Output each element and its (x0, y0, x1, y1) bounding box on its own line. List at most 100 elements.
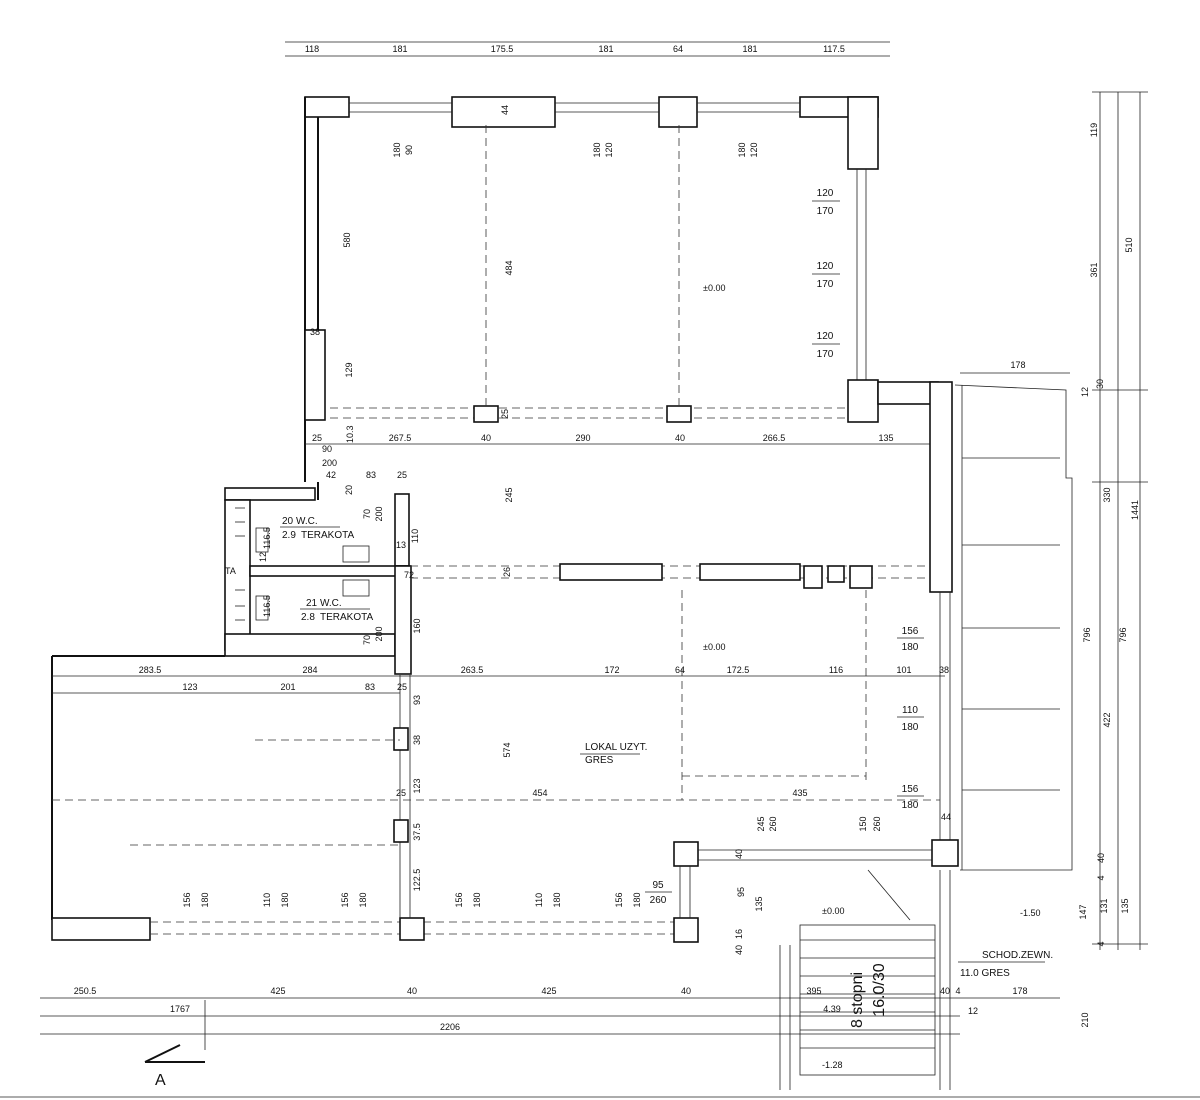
win-1b: 90 (404, 145, 414, 155)
lower-room-walls (51, 590, 940, 943)
dim-580: 580 (342, 232, 352, 247)
top-dim-4: 64 (673, 44, 683, 54)
dim-435: 435 (792, 788, 807, 798)
east-win-1a: 156 (902, 626, 919, 637)
bdim-3: 40 (407, 986, 417, 996)
bdim-2: 425 (270, 986, 285, 996)
win-5b: 170 (817, 279, 834, 290)
bwin-1a: 110 (262, 893, 272, 907)
low-row2-0: 123 (182, 682, 197, 692)
mid-dim-83: 83 (366, 470, 376, 480)
dim-260-low: 260 (768, 816, 778, 831)
top-dim-6: 117.5 (823, 44, 845, 54)
mid-dim-20: 20 (344, 485, 354, 495)
wc1-name: W.C. (296, 516, 318, 527)
stairs-steps: 8 stopni (849, 972, 866, 1028)
rdim-147: 147 (1078, 904, 1088, 919)
wc2-name: W.C. (320, 598, 342, 609)
bwin-2a: 156 (340, 892, 350, 907)
wc-block (224, 482, 412, 675)
east-wall (877, 381, 959, 867)
low-row2-1: 201 (280, 682, 295, 692)
wc2-dim-160: 160 (412, 618, 422, 633)
bdim-6: 395 (806, 986, 821, 996)
bdim-13: 12 (968, 1006, 978, 1016)
wc-tag: TA (225, 566, 236, 576)
wc1-number: 20 (282, 516, 294, 527)
wc2-area: 2.8 (301, 612, 315, 623)
win-6b: 170 (817, 349, 834, 360)
stairs-material: 11.0 GRES (960, 968, 1010, 979)
win-3b: 120 (749, 142, 759, 157)
wc1-dim-110: 110 (410, 529, 420, 543)
rdim-330: 330 (1102, 487, 1112, 502)
mid-dim-200: 200 (322, 458, 337, 468)
rdim-1441: 1441 (1130, 500, 1140, 520)
top-dim-1: 181 (392, 44, 407, 54)
low-row2-2: 83 (365, 682, 375, 692)
wc-labels: 20 W.C. 2.9 TERAKOTA 12 116.5 70 200 110… (225, 506, 422, 645)
bdim-12: 4.39 (823, 1004, 841, 1014)
bwin-3a: 156 (454, 892, 464, 907)
mid-dim-7: 135 (878, 433, 893, 443)
wc1-dim-116: 116.5 (262, 527, 272, 549)
wc2-number: 21 (306, 598, 318, 609)
room-name: LOKAL UZYT. (585, 742, 647, 753)
bwin-5a: 156 (614, 892, 624, 907)
door-260: 260 (650, 895, 667, 906)
exterior-ramp (954, 384, 1073, 871)
wc1-dim-70: 70 (362, 509, 372, 519)
low-row-3: 172 (604, 665, 619, 675)
win-1a: 180 (392, 142, 402, 157)
wc1-area: 2.9 (282, 530, 296, 541)
low-row-4: 64 (675, 665, 685, 675)
win-4a: 120 (817, 188, 834, 199)
wc2-dim-116: 116.5 (262, 595, 272, 617)
wc2-dim-70: 70 (362, 635, 372, 645)
section-mark: A (155, 1072, 166, 1089)
bwin-0b: 180 (200, 892, 210, 907)
wc2-dim-200: 200 (374, 626, 384, 641)
rdim-796a: 796 (1082, 627, 1092, 642)
win-2b: 120 (604, 142, 614, 157)
dim-454: 454 (532, 788, 547, 798)
rdim-178: 178 (1010, 360, 1025, 370)
mid-dimension-row: 25 10.3 267.5 40 290 40 266.5 135 44 90 … (305, 425, 945, 577)
elev-lower: ±0.00 (703, 642, 725, 652)
dim-16: 16 (734, 929, 744, 939)
rdim-510: 510 (1124, 237, 1134, 252)
rdim-361: 361 (1089, 262, 1099, 277)
top-dim-2: 175.5 (491, 44, 514, 54)
bwin-0a: 156 (182, 892, 192, 907)
right-dimension-columns: 119 510 361 12 30 330 1441 796 796 422 4… (960, 91, 1148, 1028)
dim-40-low: 40 (734, 945, 744, 955)
wc1-dim-13: 13 (396, 540, 406, 550)
dim-484: 484 (504, 260, 514, 275)
bdim-4: 425 (541, 986, 556, 996)
east-win-1b: 180 (902, 642, 919, 653)
east-win-2b: 180 (902, 722, 919, 733)
wc1-floor: TERAKOTA (301, 530, 354, 541)
elev-upper: ±0.00 (703, 283, 725, 293)
dim-122-5: 122.5 (412, 869, 422, 892)
dim-129: 129 (344, 362, 354, 377)
stairs-ratio: 16.0/30 (871, 963, 888, 1016)
bottom-windows: 156 180 110 180 156 180 156 180 110 180 … (182, 892, 642, 907)
rdim-210: 210 (1080, 1012, 1090, 1027)
top-dimension-chain: 118 181 175.5 181 64 181 117.5 (285, 41, 890, 57)
mid-dim-6: 266.5 (763, 433, 786, 443)
dim-37-5: 37.5 (412, 823, 422, 841)
dim-95b: 95 (736, 887, 746, 897)
rdim-119: 119 (1089, 123, 1099, 137)
stairs-elev-top: ±0.00 (822, 906, 844, 916)
win-2a: 180 (592, 142, 602, 157)
upper-room-labels: ±0.00 580 484 180 90 180 120 180 120 120… (310, 105, 840, 419)
bwin-5b: 180 (632, 892, 642, 907)
top-dim-3: 181 (598, 44, 613, 54)
bwin-4a: 110 (534, 893, 544, 907)
bdim-11: 2206 (440, 1022, 460, 1032)
top-dim-5: 181 (742, 44, 757, 54)
upper-room-walls (304, 96, 879, 482)
rdim-796b: 796 (1118, 627, 1128, 642)
